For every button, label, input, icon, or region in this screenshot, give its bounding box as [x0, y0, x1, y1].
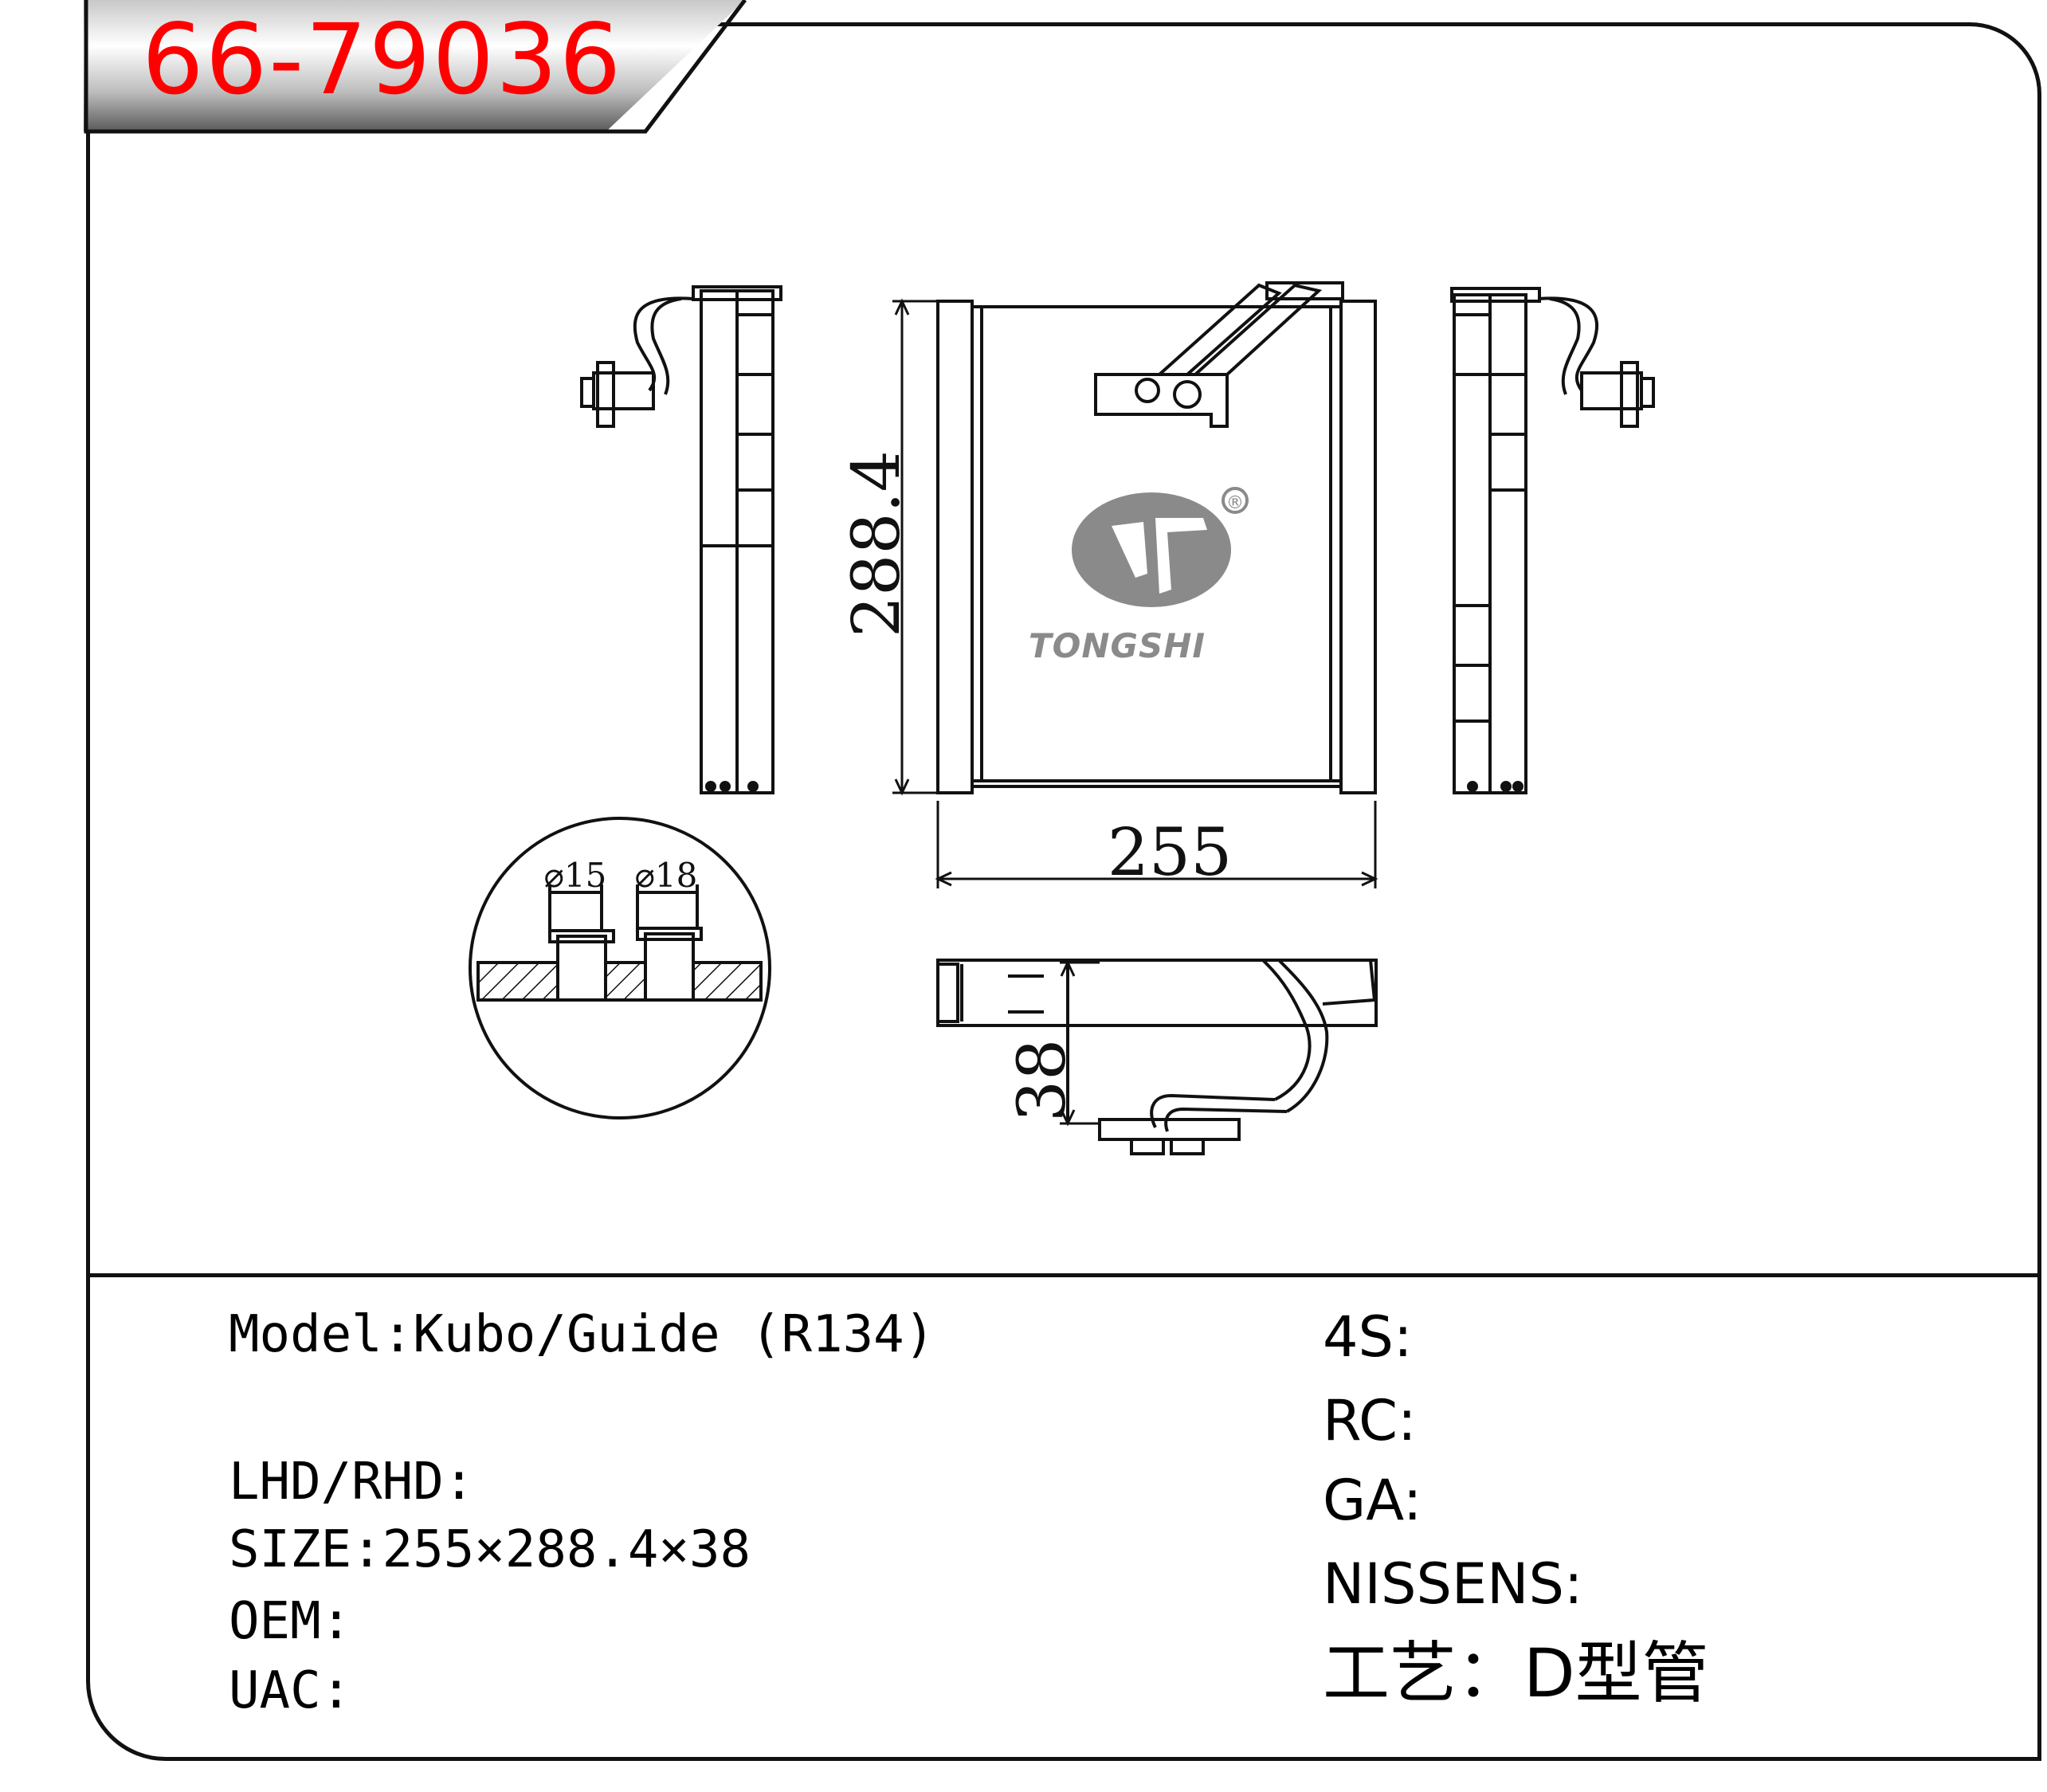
part-number-title: 66-79036 — [142, 3, 623, 116]
ga-spec: GA: — [1323, 1468, 1422, 1533]
tongshi-logo — [1072, 487, 1249, 607]
frame-divider — [86, 1273, 2041, 1277]
model-spec: Model:Kubo/Guide (R134) — [229, 1305, 935, 1364]
height-dimension — [892, 298, 938, 796]
drawing-frame — [86, 22, 2041, 1761]
logo-wordmark: TONGSHI — [1029, 626, 1206, 665]
right-side-view — [1450, 287, 1655, 794]
technical-drawing: ® TONGSHI 288.4 255 — [469, 281, 1655, 1155]
lhd-rhd-spec: LHD/RHD: — [229, 1453, 475, 1512]
depth-dimension — [1060, 959, 1100, 1127]
left-side-view — [580, 285, 782, 794]
height-dimension-label: 288.4 — [839, 450, 915, 637]
title-tab-outline — [84, 0, 747, 134]
port-a-diameter-label: ⌀15 — [544, 856, 607, 895]
registered-mark: ® — [1226, 493, 1244, 513]
width-dimension-label: 255 — [1108, 815, 1233, 891]
front-view — [936, 281, 1377, 794]
top-view — [936, 959, 1378, 1155]
port-detail-circle — [469, 817, 771, 1120]
nissens-spec: NISSENS: — [1323, 1551, 1583, 1617]
process-spec: 工艺：D型管 — [1323, 1634, 1709, 1712]
width-dimension — [935, 801, 1378, 888]
rc-spec: RC: — [1323, 1388, 1417, 1453]
depth-dimension-label: 38 — [1005, 1039, 1080, 1122]
four-s-spec: 4S: — [1323, 1304, 1413, 1370]
size-spec: SIZE:255×288.4×38 — [229, 1520, 751, 1579]
oem-spec: OEM: — [229, 1592, 352, 1651]
uac-spec: UAC: — [229, 1661, 352, 1720]
port-b-diameter-label: ⌀18 — [635, 856, 698, 895]
